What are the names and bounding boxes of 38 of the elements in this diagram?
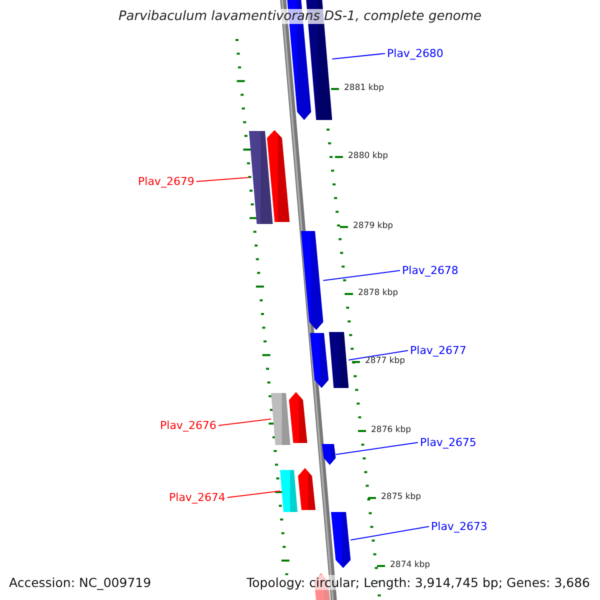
accession-text: Accession: NC_009719 <box>9 575 152 590</box>
leader-line <box>322 270 400 281</box>
gene-label: Plav_2674 <box>169 491 226 504</box>
gene-label: Plav_2678 <box>402 264 458 277</box>
position-label: 2880 kbp <box>348 151 388 161</box>
gene-label: Plav_2673 <box>431 520 488 533</box>
gene-label: Plav_2680 <box>387 47 444 60</box>
gene-feature <box>298 468 316 510</box>
gene-label: Plav_2675 <box>420 436 476 449</box>
title: Parvibaculum lavamentivorans DS-1, complete genome <box>116 9 484 24</box>
leader-line <box>348 350 408 360</box>
gene-feature <box>329 332 349 388</box>
gene-label: Plav_2677 <box>410 344 466 357</box>
gene-label: Plav_2679 <box>138 175 194 188</box>
gene-feature <box>271 393 290 445</box>
gene-feature <box>249 131 273 224</box>
leader-line <box>226 490 280 498</box>
gene-feature <box>267 130 290 222</box>
position-label: 2876 kbp <box>371 425 412 435</box>
gene-feature <box>322 444 336 465</box>
leader-line <box>196 177 250 182</box>
gene-feature <box>301 231 324 330</box>
position-label: 2879 kbp <box>353 221 394 231</box>
position-label: 2881 kbp <box>344 83 384 93</box>
position-label: 2877 kbp <box>365 356 406 366</box>
leader-line <box>218 418 272 426</box>
position-label: 2874 kbp <box>390 560 430 570</box>
gene-feature <box>331 512 351 568</box>
genome-summary-text: Topology: circular; Length: 3,914,745 bp; Genes: 3,686 <box>246 575 590 590</box>
leader-line <box>335 442 418 455</box>
leader-line <box>350 526 430 540</box>
gene-label: Plav_2676 <box>160 419 216 432</box>
position-label: 2875 kbp <box>381 492 422 502</box>
gene-feature <box>280 470 298 512</box>
leader-line <box>332 53 386 60</box>
position-label: 2878 kbp <box>358 288 398 298</box>
gene-feature <box>310 333 329 388</box>
gene-feature <box>289 392 308 443</box>
